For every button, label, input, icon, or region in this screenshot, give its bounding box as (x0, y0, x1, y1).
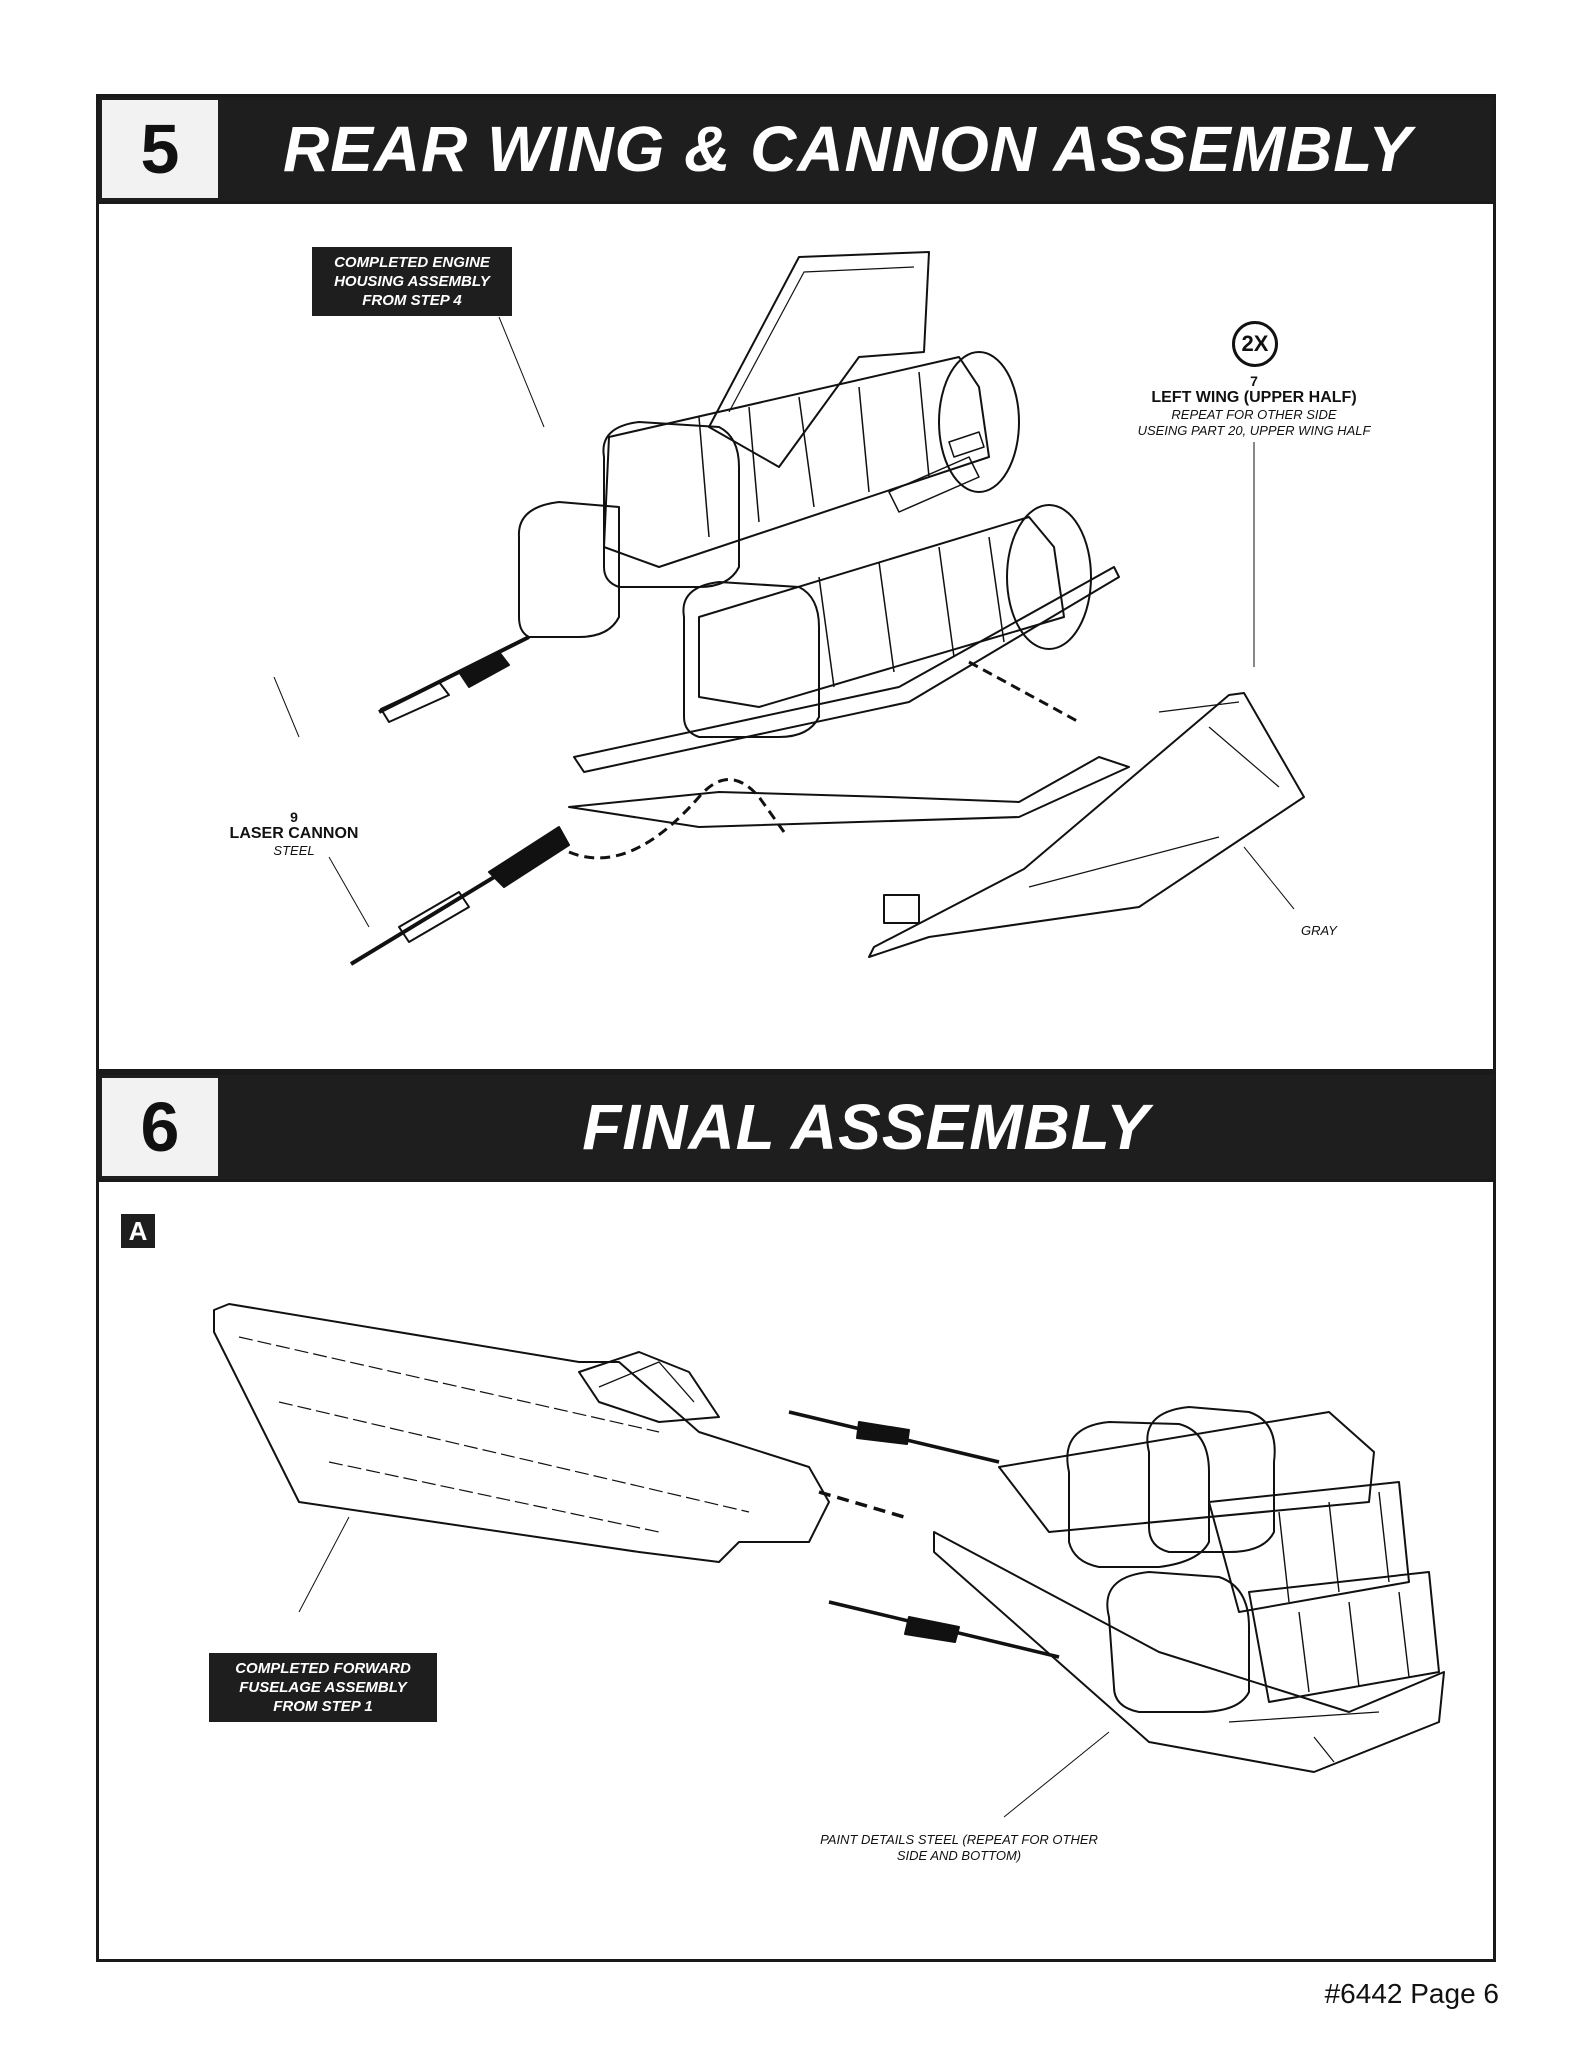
gray-color-label: GRAY (1279, 923, 1359, 939)
engine-callout-line-2: HOUSING ASSEMBLY (334, 273, 490, 290)
step-5-illustration (273, 251, 1305, 966)
laser-cannon-barrel (349, 860, 521, 966)
step-6-title: FINAL ASSEMBLY (582, 1091, 1150, 1163)
laser-cannon-color: STEEL (273, 843, 315, 858)
step-5-header: 5 REAR WING & CANNON ASSEMBLY (99, 97, 1493, 204)
wing-tab (883, 894, 920, 924)
upper-engine-body (603, 356, 990, 568)
fuselage-callout-leader (298, 1516, 350, 1613)
wing-alignment-line (968, 660, 1080, 724)
left-wing-note-1: REPEAT FOR OTHER SIDE (1171, 407, 1337, 422)
step-6-illustration (213, 1303, 1445, 1818)
lower-engine-body (698, 516, 1065, 708)
cockpit-canopy (578, 1351, 720, 1423)
lower-wing-plate (573, 566, 1120, 773)
engine-callout-line-1: COMPLETED ENGINE (334, 254, 490, 271)
lower-intake-rear (1106, 1571, 1250, 1713)
upper-engine-nozzle (938, 351, 1020, 493)
left-wing-part-number: 7 (1250, 373, 1258, 389)
lower-wing-rear (933, 1531, 1445, 1773)
sub-step-a-badge: A (121, 1214, 155, 1248)
paint-details-note: PAINT DETAILS STEEL (REPEAT FOR OTHER SI… (789, 1832, 1129, 1864)
mounted-cannon-grip (458, 651, 510, 688)
step-6-panel: 6 FINAL ASSEMBLY A COMPLETED FORWARD FUS… (96, 1072, 1496, 1962)
left-wing-upper-half (868, 692, 1305, 958)
upper-intake-rear (1066, 1421, 1210, 1568)
tail-fin-outline (708, 251, 930, 468)
gray-label-leader (1243, 846, 1295, 910)
cannon-label-leader-bottom (328, 856, 370, 928)
left-wing-label: 7 LEFT WING (UPPER HALF) REPEAT FOR OTHE… (1109, 373, 1399, 439)
laser-cannon-label: 9 LASER CANNON STEEL (219, 809, 369, 859)
laser-cannon-part-name: LASER CANNON (229, 825, 359, 842)
paint-note-line-1: PAINT DETAILS STEEL (REPEAT FOR OTHER (820, 1832, 1098, 1847)
wing-root-plate (568, 756, 1130, 828)
step-5-panel: 5 REAR WING & CANNON ASSEMBLY (96, 94, 1496, 1072)
cannon-alignment-line (568, 778, 786, 860)
forward-fuselage (213, 1303, 830, 1563)
left-wing-part-name: LEFT WING (UPPER HALF) (1151, 389, 1357, 406)
engine-callout-leader (498, 316, 545, 428)
lower-intake (682, 581, 820, 738)
engine-housing-callout: COMPLETED ENGINE HOUSING ASSEMBLY FROM S… (312, 247, 512, 316)
step-5-number: 5 (102, 100, 218, 198)
lower-engine-nozzle (1006, 504, 1092, 650)
page-number-footer: #6442 Page 6 (1324, 1978, 1499, 2009)
fuselage-alignment-line (818, 1490, 905, 1519)
second-intake-rear (1146, 1406, 1276, 1553)
rear-engine-bodies (1208, 1481, 1440, 1703)
rear-intake (517, 501, 620, 638)
gray-color-text: GRAY (1301, 923, 1337, 938)
step-5-title: REAR WING & CANNON ASSEMBLY (283, 113, 1413, 185)
laser-cannon-body (488, 826, 570, 888)
tail-fin-rear (998, 1411, 1375, 1533)
fuselage-callout-line-1: COMPLETED FORWARD (235, 1660, 411, 1677)
repeat-2x-badge: 2X (1232, 321, 1278, 367)
left-wing-note-2: USEING PART 20, UPPER WING HALF (1137, 423, 1371, 438)
laser-cannon-part-number: 9 (290, 809, 298, 825)
paint-note-line-2: SIDE AND BOTTOM) (896, 1848, 1022, 1863)
cannon-label-leader-top (273, 676, 300, 738)
upper-cannon-grip (856, 1421, 910, 1445)
lower-cannon-grip (904, 1616, 960, 1643)
step-6-number: 6 (102, 1078, 218, 1176)
fuselage-callout-line-3: FROM STEP 1 (273, 1698, 373, 1715)
engine-callout-line-3: FROM STEP 4 (362, 292, 462, 309)
forward-fuselage-callout: COMPLETED FORWARD FUSELAGE ASSEMBLY FROM… (209, 1653, 437, 1722)
step-6-header: 6 FINAL ASSEMBLY (99, 1072, 1493, 1182)
fuselage-callout-line-2: FUSELAGE ASSEMBLY (239, 1679, 407, 1696)
paint-note-leader (1003, 1731, 1110, 1818)
upper-intake (602, 421, 740, 588)
